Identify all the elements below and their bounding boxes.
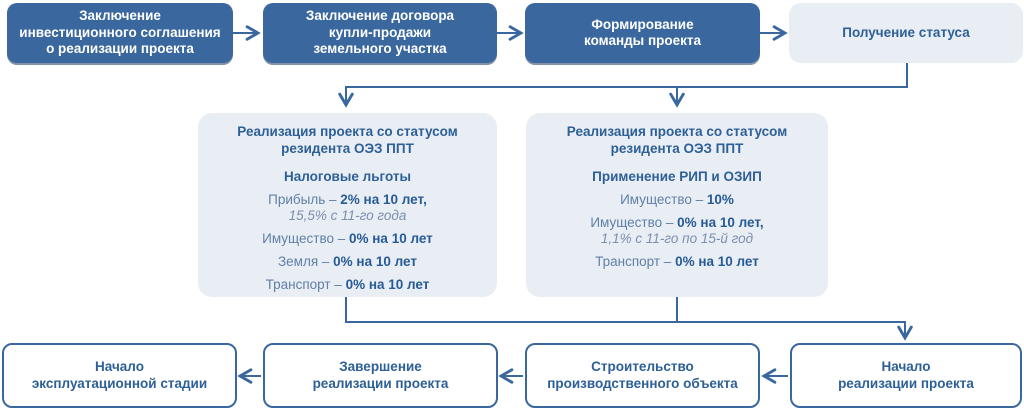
step-label-line: эксплуатационной стадии — [31, 375, 208, 391]
step-land-purchase-contract: Заключение договора купли-продажи земель… — [263, 3, 497, 63]
step-label-line: Заключение договора — [305, 8, 455, 24]
step-label-line: Начало — [95, 359, 144, 374]
step-label-line: Формирование — [591, 16, 694, 32]
step-label-line: реализации проекта — [838, 375, 974, 391]
benefit-item-property-rate: Имущество – 10% — [620, 192, 734, 207]
step-project-team-formation: Формирование команды проекта — [525, 3, 760, 63]
benefit-item-transport: Транспорт – 0% на 10 лет — [595, 254, 759, 269]
step-label-line: Получение статуса — [842, 24, 970, 40]
benefit-title: Реализация проекта со статусом резидента… — [566, 124, 788, 156]
step-label-line: реализации проекта — [312, 375, 449, 391]
benefit-item-land: Земля – 0% на 10 лет — [278, 254, 417, 269]
step-label-line: земельного участка — [313, 41, 447, 57]
benefit-subtitle: Применение РИП и ОЗИП — [592, 169, 762, 184]
benefit-item-property: Имущество – 0% на 10 лет — [262, 231, 433, 246]
connector-benefits-to-start — [345, 297, 913, 341]
step-label-line: инвестиционного соглашения — [19, 24, 221, 40]
step-label-line: Строительство — [591, 359, 694, 374]
step-label-line: команды проекта — [584, 33, 701, 48]
benefit-item-property-note: 1,1% с 11-го по 15-й год — [600, 231, 754, 246]
benefit-box-tax-benefits: Реализация проекта со статусом резидента… — [198, 113, 497, 297]
benefit-box-rip-ozip: Реализация проекта со статусом резидента… — [526, 113, 828, 297]
benefit-item-transport: Транспорт – 0% на 10 лет — [265, 277, 430, 292]
step-label-line: Начало — [881, 359, 931, 374]
benefit-item-property: Имущество – 0% на 10 лет, — [590, 215, 764, 230]
step-status-obtained: Получение статуса — [789, 3, 1023, 63]
benefit-title: Реализация проекта со статусом резидента… — [237, 124, 458, 156]
benefit-item-profit: Прибыль – 2% на 10 лет, — [268, 192, 427, 207]
benefit-subtitle: Налоговые льготы — [283, 169, 412, 184]
benefit-item-profit-note: 15,5% с 11-го года — [288, 208, 407, 223]
step-investment-agreement: Заключение инвестиционного соглашения о … — [7, 3, 233, 63]
step-label-line: купли-продажи — [328, 24, 432, 40]
step-label-line: о реализации проекта — [46, 41, 194, 57]
step-label-line: производственного объекта — [547, 375, 738, 391]
step-project-realization-start: Начало реализации проекта — [790, 343, 1022, 408]
step-operational-stage-start: Начало эксплуатационной стадии — [2, 343, 237, 408]
step-label-line: Заключение — [79, 8, 161, 24]
step-label-line: Завершение — [339, 359, 422, 374]
step-production-facility-construction: Строительство производственного объекта — [525, 343, 760, 408]
step-project-completion: Завершение реализации проекта — [263, 343, 498, 408]
connector-status-to-left-benefit — [338, 63, 908, 108]
